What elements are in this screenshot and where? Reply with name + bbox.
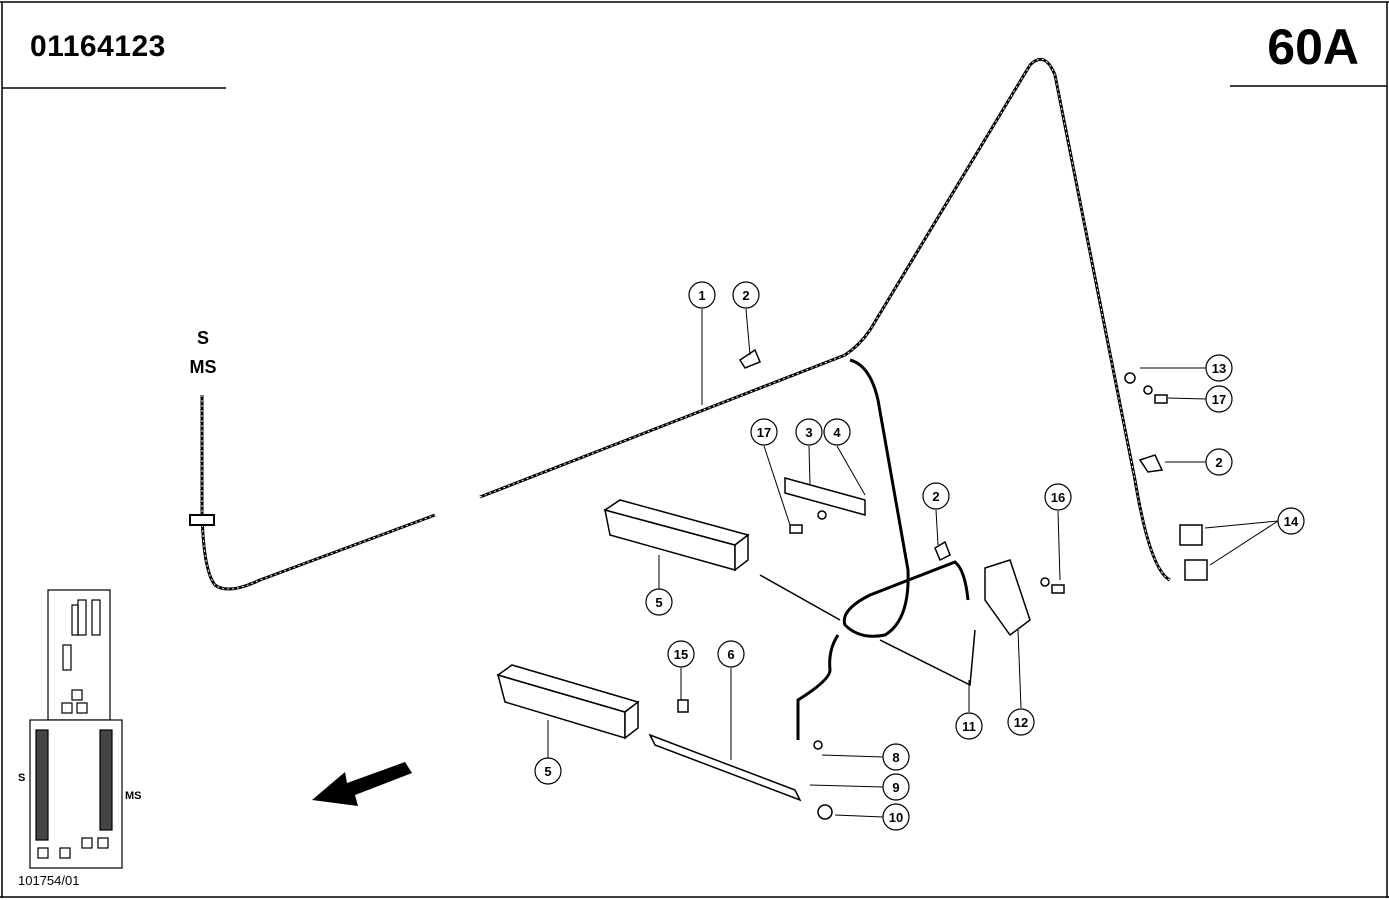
- callout-number: 16: [1051, 490, 1065, 505]
- inset-label-ms: MS: [125, 790, 142, 802]
- callout-10: 10: [882, 803, 910, 831]
- callout-number: 10: [889, 810, 903, 825]
- callout-12: 12: [1007, 708, 1035, 736]
- callout-17: 17: [750, 418, 778, 446]
- callout-number: 5: [544, 764, 551, 779]
- callout-5: 5: [645, 588, 673, 616]
- callout-6: 6: [717, 640, 745, 668]
- callout-number: 5: [655, 595, 662, 610]
- callout-1: 1: [688, 281, 716, 309]
- callout-number: 2: [742, 288, 749, 303]
- wiring-harness: [189, 57, 1171, 740]
- switch-upper: [1179, 524, 1203, 546]
- callout-number: 14: [1284, 514, 1299, 529]
- callout-number: 2: [932, 489, 939, 504]
- variant-label-s: S: [196, 328, 209, 348]
- figure-reference: 101754/01: [18, 873, 80, 888]
- callout-number: 15: [674, 647, 688, 662]
- callout-number: 4: [833, 425, 841, 440]
- variant-label-ms: MS: [189, 357, 217, 377]
- document-number: 01164123: [30, 30, 166, 63]
- callout-2: 2: [1205, 448, 1233, 476]
- callout-4: 4: [823, 418, 851, 446]
- callout-5: 5: [534, 757, 562, 785]
- callout-number: 2: [1215, 455, 1222, 470]
- callout-2: 2: [732, 281, 760, 309]
- callout-13: 13: [1205, 354, 1233, 382]
- callout-8: 8: [882, 743, 910, 771]
- callout-11: 11: [955, 712, 983, 740]
- leader-lines: [547, 308, 1279, 818]
- page-code: 60A: [1267, 19, 1359, 75]
- callout-number: 17: [757, 425, 771, 440]
- callout-17: 17: [1205, 385, 1233, 413]
- callout-number: 11: [962, 719, 976, 734]
- callout-number: 12: [1014, 715, 1028, 730]
- callout-number: 3: [805, 425, 812, 440]
- inset-label-s: S: [18, 772, 26, 784]
- callout-16: 16: [1044, 483, 1072, 511]
- component-sketches: [496, 348, 1208, 820]
- callout-15: 15: [667, 640, 695, 668]
- callout-number: 17: [1212, 392, 1226, 407]
- callout-2: 2: [922, 482, 950, 510]
- inset-overview: [29, 589, 123, 869]
- terminal-strip: [648, 733, 802, 802]
- bracket: [984, 559, 1031, 637]
- callout-number: 9: [892, 780, 899, 795]
- callout-number: 13: [1212, 361, 1226, 376]
- callout-number: 1: [698, 288, 705, 303]
- callout-number: 8: [892, 750, 899, 765]
- switch-lower: [1184, 559, 1208, 581]
- callout-9: 9: [882, 773, 910, 801]
- callout-14: 14: [1277, 507, 1305, 535]
- callout-number: 6: [727, 647, 734, 662]
- direction-arrow-icon: [312, 762, 412, 806]
- plate: [784, 477, 866, 516]
- callout-3: 3: [795, 418, 823, 446]
